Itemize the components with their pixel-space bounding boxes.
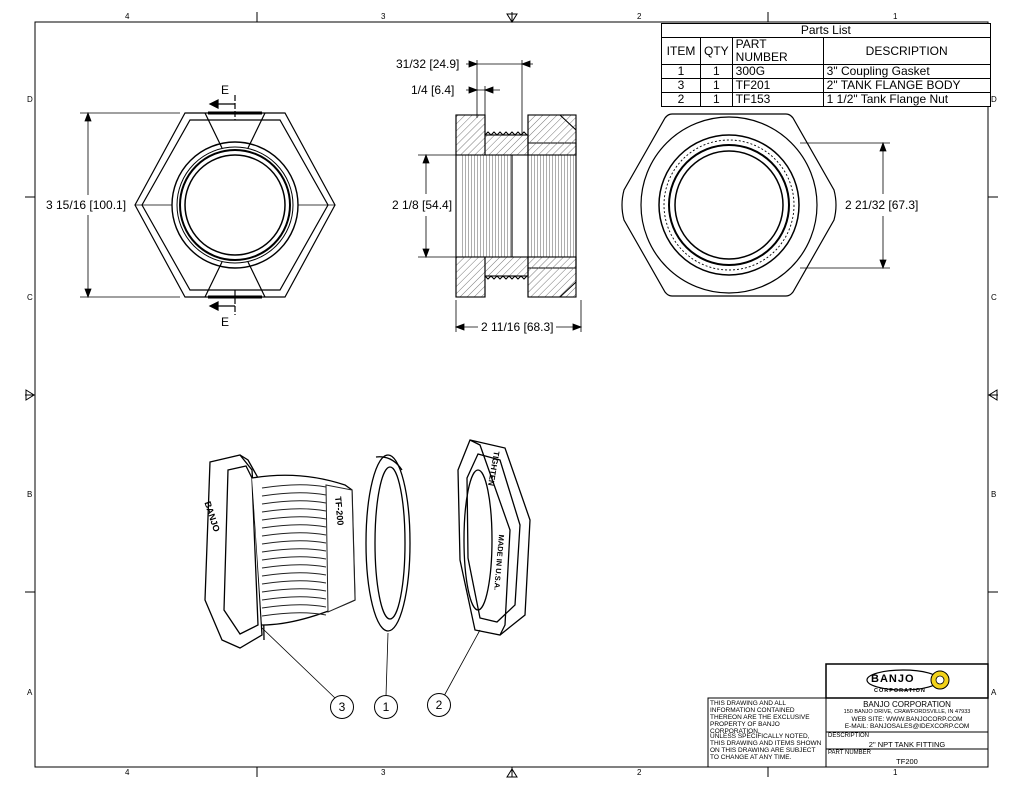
section-mark-top: E — [221, 83, 230, 97]
dim-hex-height: 3 15/16 [100.1] — [46, 198, 127, 212]
nut-dimension — [800, 141, 890, 270]
section-mark-bottom: E — [221, 315, 230, 329]
parts-row: 2 1 TF153 1 1/2" Tank Flange Nut — [661, 92, 991, 107]
parts-cell: 2 — [661, 92, 701, 107]
property-notice: THIS DRAWING AND ALL INFORMATION CONTAIN… — [710, 700, 810, 735]
company-address: 150 BANJO DRIVE, CRAWFORDSVILLE, IN 4793… — [843, 709, 971, 715]
iso-nut — [457, 439, 531, 636]
parts-header-item: ITEM — [661, 37, 701, 65]
callout-item-2: 2 — [427, 693, 451, 717]
zone-bottom-2: 2 — [637, 768, 642, 777]
zone-right-c: C — [991, 293, 997, 302]
parts-cell: TF201 — [731, 78, 824, 93]
callout-item-1: 1 — [374, 695, 398, 719]
parts-cell: 300G — [731, 64, 824, 79]
front-view-flange — [134, 95, 336, 315]
zone-left-b: B — [27, 490, 33, 499]
zone-left-a: A — [27, 688, 33, 697]
zone-right-d: D — [991, 95, 997, 104]
parts-list-table: Parts List ITEM QTY PART NUMBER DESCRIPT… — [661, 23, 991, 107]
parts-cell: 1 — [700, 92, 733, 107]
hex-height-dimension — [80, 111, 180, 299]
dim-flange-thickness: 31/32 [24.9] — [396, 57, 460, 71]
description-label: DESCRIPTION — [828, 733, 870, 739]
parts-cell: 1 1/2" Tank Flange Nut — [822, 92, 991, 107]
parts-cell: 3 — [661, 78, 701, 93]
zone-bottom-3: 3 — [381, 768, 386, 777]
change-notice: UNLESS SPECIFICALLY NOTED, THIS DRAWING … — [710, 733, 822, 761]
zone-right-b: B — [991, 490, 997, 499]
title-block — [707, 663, 989, 768]
parts-cell: 2" TANK FLANGE BODY — [822, 78, 991, 93]
parts-header-description: DESCRIPTION — [822, 37, 991, 65]
sheet-border — [25, 12, 998, 777]
part-number-value: TF200 — [896, 757, 918, 766]
iso-thread — [261, 484, 356, 617]
center-marks — [25, 13, 998, 778]
parts-cell: TF153 — [731, 92, 824, 107]
company-name: BANJO CORPORATION — [863, 700, 951, 709]
dim-bore: 2 1/8 [54.4] — [392, 198, 453, 212]
parts-cell: 1 — [700, 78, 733, 93]
description-value: 2" NPT TANK FITTING — [868, 740, 946, 749]
parts-list-title: Parts List — [661, 23, 991, 38]
parts-cell: 3" Coupling Gasket — [822, 64, 991, 79]
zone-left-d: D — [27, 95, 33, 104]
section-dimensions — [418, 60, 583, 332]
parts-row: 3 1 TF201 2" TANK FLANGE BODY — [661, 78, 991, 93]
zone-top-4: 4 — [125, 12, 130, 21]
parts-header-qty: QTY — [700, 37, 733, 65]
zone-right-a: A — [991, 688, 997, 697]
part-number-label: PART NUMBER — [828, 750, 872, 756]
parts-row: 1 1 300G 3" Coupling Gasket — [661, 64, 991, 79]
dim-nut-flats: 2 21/32 [67.3] — [845, 198, 919, 212]
zone-top-2: 2 — [637, 12, 642, 21]
nut-end-view — [621, 113, 837, 297]
leader-lines — [261, 627, 481, 699]
section-view — [455, 114, 577, 298]
zone-top-3: 3 — [381, 12, 386, 21]
zone-left-c: C — [27, 293, 33, 302]
company-email: E-MAIL: BANJOSALES@IDEXCORP.COM — [844, 723, 970, 730]
dim-overall-length: 2 11/16 [68.3] — [481, 320, 554, 334]
logo-text: BANJO — [871, 673, 915, 685]
callout-item-3: 3 — [330, 695, 354, 719]
parts-cell: 1 — [661, 64, 701, 79]
logo-subtext: CORPORATION — [874, 688, 926, 694]
parts-header-part-number: PART NUMBER — [731, 37, 824, 65]
zone-bottom-4: 4 — [125, 768, 130, 777]
banjo-logo — [866, 669, 950, 691]
zone-bottom-1: 1 — [893, 768, 898, 777]
zone-top-1: 1 — [893, 12, 898, 21]
iso-gasket — [365, 454, 411, 632]
parts-cell: 1 — [700, 64, 733, 79]
company-website: WEB SITE: WWW.BANJOCORP.COM — [851, 716, 963, 723]
dim-small-step: 1/4 [6.4] — [411, 83, 455, 97]
